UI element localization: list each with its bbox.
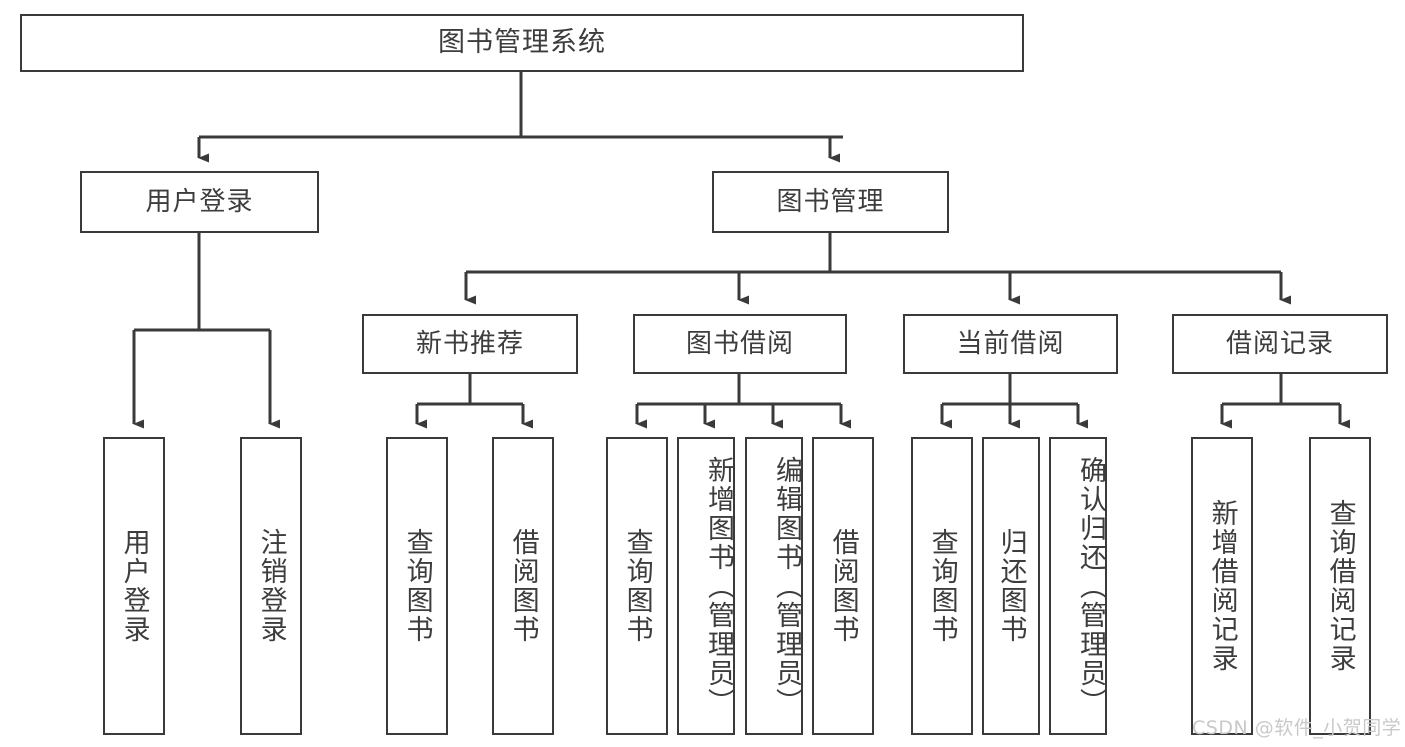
- node-leaf-query-book-1[interactable]: 查询图书: [386, 437, 448, 735]
- node-root-book-management-system[interactable]: 图书管理系统: [20, 14, 1024, 72]
- node-label: 查询图书: [926, 528, 958, 644]
- node-book-borrow[interactable]: 图书借阅: [633, 314, 847, 374]
- node-borrow-record[interactable]: 借阅记录: [1172, 314, 1388, 374]
- node-new-book-recommend[interactable]: 新书推荐: [362, 314, 578, 374]
- node-leaf-add-record[interactable]: 新增借阅记录: [1191, 437, 1253, 735]
- node-label: 图书管理: [776, 186, 885, 217]
- csdn-watermark: CSDN @软件_小贺同学: [1192, 717, 1402, 739]
- node-leaf-query-record[interactable]: 查询借阅记录: [1309, 437, 1371, 735]
- node-label: 确认归还（管理员）: [1075, 455, 1106, 717]
- node-leaf-add-book[interactable]: 新增图书（管理员）: [677, 437, 735, 735]
- node-label: 编辑图书（管理员）: [771, 455, 802, 717]
- node-leaf-query-book-3[interactable]: 查询图书: [911, 437, 973, 735]
- node-label: 借阅图书: [827, 528, 859, 644]
- node-label: 查询图书: [401, 528, 433, 644]
- node-book-management[interactable]: 图书管理: [712, 171, 949, 233]
- node-label: 用户登录: [118, 528, 150, 644]
- node-leaf-query-book-2[interactable]: 查询图书: [606, 437, 668, 735]
- node-leaf-edit-book[interactable]: 编辑图书（管理员）: [745, 437, 803, 735]
- node-label: 查询图书: [621, 528, 653, 644]
- node-label: 图书管理系统: [438, 27, 606, 59]
- node-label: 注销登录: [255, 528, 287, 644]
- node-leaf-borrow-book-1[interactable]: 借阅图书: [492, 437, 554, 735]
- node-label: 新增图书（管理员）: [703, 455, 734, 717]
- node-user-login[interactable]: 用户登录: [80, 171, 319, 233]
- node-label: 用户登录: [145, 186, 254, 217]
- node-label: 查询借阅记录: [1324, 499, 1356, 673]
- node-current-borrow[interactable]: 当前借阅: [903, 314, 1118, 374]
- node-label: 当前借阅: [956, 328, 1065, 359]
- node-leaf-user-login[interactable]: 用户登录: [103, 437, 165, 735]
- node-leaf-logout-login[interactable]: 注销登录: [240, 437, 302, 735]
- node-label: 图书借阅: [685, 328, 794, 359]
- node-label: 借阅记录: [1225, 328, 1334, 359]
- node-label: 新增借阅记录: [1206, 499, 1238, 673]
- node-label: 借阅图书: [507, 528, 539, 644]
- node-leaf-borrow-book-2[interactable]: 借阅图书: [812, 437, 874, 735]
- node-leaf-confirm-return[interactable]: 确认归还（管理员）: [1049, 437, 1107, 735]
- node-leaf-return-book[interactable]: 归还图书: [982, 437, 1040, 735]
- node-label: 归还图书: [995, 528, 1027, 644]
- node-label: 新书推荐: [415, 328, 524, 359]
